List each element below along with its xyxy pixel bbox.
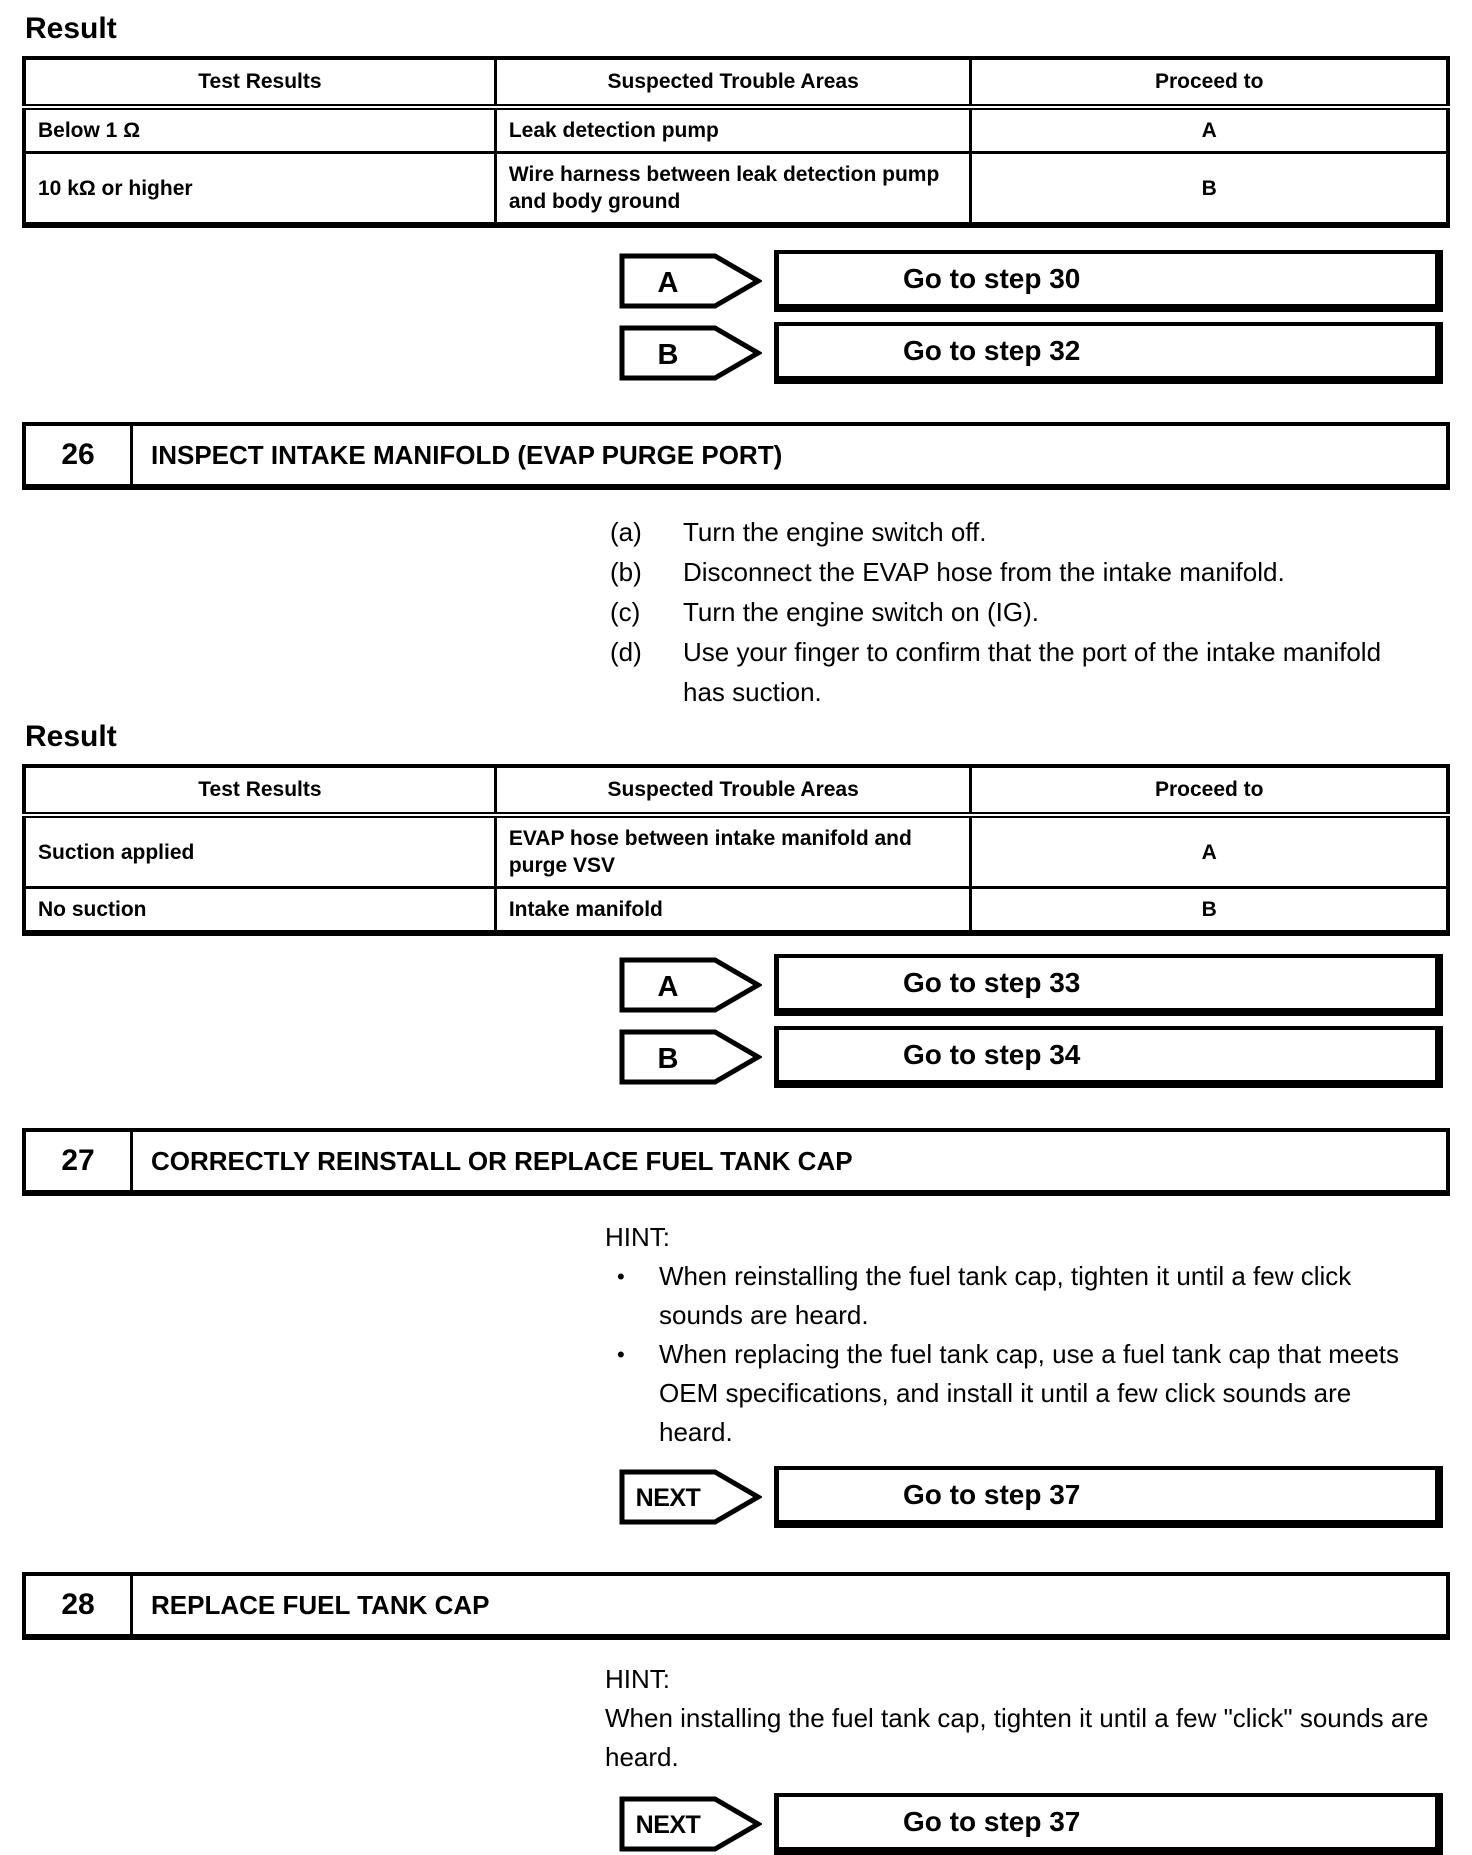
table-row: Suction applied EVAP hose between intake… (24, 813, 1448, 888)
list-item: (b) Disconnect the EVAP hose from the in… (610, 552, 1472, 592)
trouble-area-cell: Intake manifold (493, 886, 971, 933)
result-heading: Result (25, 12, 117, 45)
result-table-2: Test Results Suspected Trouble Areas Pro… (22, 764, 1450, 936)
step-title: INSPECT INTAKE MANIFOLD (EVAP PURGE PORT… (151, 439, 783, 470)
hint-text: When installing the fuel tank cap, tight… (605, 1703, 1429, 1772)
step-number: 27 (26, 1132, 133, 1190)
routing-group-step27: NEXT Go to step 37 (618, 1466, 1472, 1528)
table-row: No suction Intake manifold B (24, 886, 1448, 933)
route-row-next: NEXT Go to step 37 (618, 1466, 1472, 1528)
routing-group-table1: A Go to step 30 B Go to step 32 (618, 250, 1472, 384)
go-to-text: Go to step 32 (903, 335, 1081, 366)
list-item-text: Disconnect the EVAP hose from the intake… (683, 557, 1285, 587)
direction-arrow-icon: B (619, 325, 762, 381)
step-title: CORRECTLY REINSTALL OR REPLACE FUEL TANK… (151, 1145, 853, 1176)
step-header-28: 28 REPLACE FUEL TANK CAP (22, 1572, 1450, 1640)
direction-arrow-icon: B (619, 1029, 762, 1085)
go-to-text: Go to step 34 (903, 1039, 1081, 1070)
route-label: B (658, 1043, 679, 1075)
proceed-to-cell: A (969, 105, 1448, 153)
bullet-icon: • (617, 1342, 625, 1367)
route-label: NEXT (636, 1811, 701, 1839)
route-label: NEXT (636, 1484, 701, 1512)
column-header-proceed-to: Proceed to (969, 58, 1448, 110)
hint-title: HINT: (605, 1222, 670, 1252)
list-item-label: (d) (610, 637, 642, 667)
table-header-row: Test Results Suspected Trouble Areas Pro… (24, 766, 1448, 818)
proceed-to-cell: A (969, 813, 1448, 888)
route-label: A (658, 971, 679, 1003)
table-row: Below 1 Ω Leak detection pump A (24, 105, 1448, 153)
route-row-b: B Go to step 34 (618, 1026, 1472, 1088)
result-heading: Result (25, 720, 117, 753)
route-row-a: A Go to step 30 (618, 250, 1472, 312)
manual-page: Result Test Results Suspected Trouble Ar… (0, 12, 1472, 1855)
table-header-row: Test Results Suspected Trouble Areas Pro… (24, 58, 1448, 110)
direction-arrow-icon: NEXT (619, 1796, 762, 1852)
routing-group-step28: NEXT Go to step 37 (618, 1793, 1472, 1855)
table-row: 10 kΩ or higher Wire harness between lea… (24, 151, 1448, 225)
trouble-area-cell: Wire harness between leak detection pump… (493, 151, 971, 225)
list-item-text: Turn the engine switch on (IG). (683, 597, 1039, 627)
list-item-label: (b) (610, 557, 642, 587)
direction-arrow-icon: A (619, 957, 762, 1013)
hint-bullet-item: • When reinstalling the fuel tank cap, t… (605, 1257, 1472, 1335)
step-number: 28 (26, 1576, 133, 1634)
column-header-test-results: Test Results (24, 58, 496, 110)
hint-block-28: HINT: When installing the fuel tank cap,… (605, 1660, 1472, 1777)
step-header-26: 26 INSPECT INTAKE MANIFOLD (EVAP PURGE P… (22, 422, 1450, 490)
step-header-27: 27 CORRECTLY REINSTALL OR REPLACE FUEL T… (22, 1128, 1450, 1196)
column-header-test-results: Test Results (24, 766, 496, 818)
route-row-a: A Go to step 33 (618, 954, 1472, 1016)
procedure-list-26: (a) Turn the engine switch off. (b) Disc… (610, 512, 1472, 712)
trouble-area-cell: EVAP hose between intake manifold and pu… (493, 813, 971, 888)
proceed-to-cell: B (969, 151, 1448, 225)
list-item-label: (c) (610, 597, 641, 627)
route-row-b: B Go to step 32 (618, 322, 1472, 384)
step-number: 26 (26, 426, 133, 484)
direction-arrow-icon: NEXT (619, 1469, 762, 1525)
list-item: (c) Turn the engine switch on (IG). (610, 592, 1472, 632)
hint-title: HINT: (605, 1664, 670, 1694)
go-to-box: Go to step 32 (774, 322, 1443, 384)
routing-group-table2: A Go to step 33 B Go to step 34 (618, 954, 1472, 1088)
route-label: A (658, 267, 679, 299)
route-row-next: NEXT Go to step 37 (618, 1793, 1472, 1855)
go-to-box: Go to step 30 (774, 250, 1443, 312)
trouble-area-cell: Leak detection pump (493, 105, 971, 153)
go-to-box: Go to step 34 (774, 1026, 1443, 1088)
test-result-cell: Below 1 Ω (24, 105, 496, 153)
column-header-trouble-areas: Suspected Trouble Areas (493, 58, 971, 110)
go-to-text: Go to step 33 (903, 967, 1081, 998)
route-label: B (658, 339, 679, 371)
hint-bullet-text: When reinstalling the fuel tank cap, tig… (659, 1261, 1352, 1330)
hint-bullet-item: • When replacing the fuel tank cap, use … (605, 1335, 1472, 1452)
bullet-icon: • (617, 1264, 625, 1289)
direction-arrow-icon: A (619, 253, 762, 309)
proceed-to-cell: B (969, 886, 1448, 933)
go-to-box: Go to step 33 (774, 954, 1443, 1016)
hint-block-27: HINT: • When reinstalling the fuel tank … (605, 1218, 1472, 1452)
go-to-box: Go to step 37 (774, 1793, 1443, 1855)
result-table-1: Test Results Suspected Trouble Areas Pro… (22, 56, 1450, 228)
list-item: (d) Use your finger to confirm that the … (610, 632, 1472, 712)
test-result-cell: No suction (24, 886, 496, 933)
column-header-proceed-to: Proceed to (969, 766, 1448, 818)
test-result-cell: Suction applied (24, 813, 496, 888)
list-item-text: Use your finger to confirm that the port… (683, 637, 1382, 707)
list-item-text: Turn the engine switch off. (683, 517, 987, 547)
go-to-box: Go to step 37 (774, 1466, 1443, 1528)
list-item: (a) Turn the engine switch off. (610, 512, 1472, 552)
step-title: REPLACE FUEL TANK CAP (151, 1589, 490, 1620)
go-to-text: Go to step 30 (903, 263, 1081, 294)
list-item-label: (a) (610, 517, 642, 547)
go-to-text: Go to step 37 (903, 1479, 1081, 1510)
go-to-text: Go to step 37 (903, 1806, 1081, 1837)
test-result-cell: 10 kΩ or higher (24, 151, 496, 225)
hint-bullet-text: When replacing the fuel tank cap, use a … (659, 1339, 1399, 1447)
column-header-trouble-areas: Suspected Trouble Areas (493, 766, 971, 818)
